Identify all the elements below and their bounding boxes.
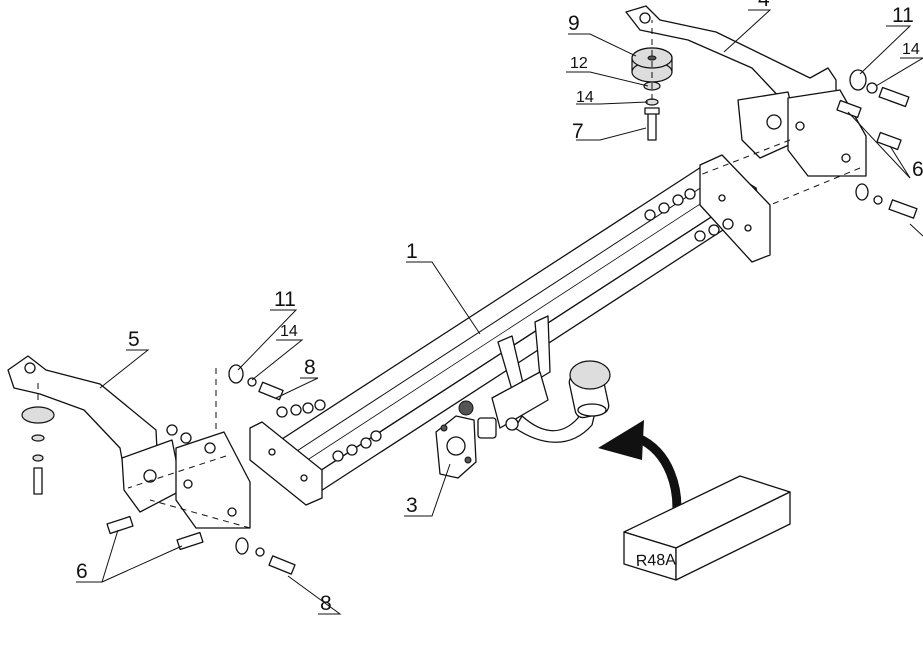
label-nut-left: 11: [274, 288, 296, 311]
label-washer: 12: [570, 55, 588, 72]
beam-fasteners: [276, 188, 734, 462]
right-fasteners: [836, 69, 918, 219]
label-bolt-right-group: 6: [912, 158, 923, 181]
left-bracket: [7, 355, 251, 529]
kit-box: [623, 475, 791, 581]
kit-code-label: R48A: [636, 552, 677, 570]
label-washer-small-right: 14: [902, 41, 920, 58]
left-end-plate: [249, 421, 323, 506]
label-bolt-left-group: 6: [76, 560, 88, 583]
label-bolt-top: 7: [572, 120, 584, 143]
label-bolt-left-bottom: 8: [320, 592, 332, 615]
right-end-plate: [699, 154, 771, 263]
tow-ball-mount: [491, 315, 611, 443]
alignment-lines: [37, 20, 861, 529]
socket-plate: [435, 400, 519, 479]
label-washer-small: 14: [576, 89, 594, 106]
label-bracket-right: 4: [758, 0, 770, 11]
label-nut-right: 11: [892, 4, 914, 27]
left-fasteners: [21, 364, 296, 575]
leader-lines: [76, 9, 923, 615]
cross-beam: [261, 159, 761, 499]
label-pad: 9: [568, 12, 580, 35]
label-washer-small-left: 14: [280, 323, 298, 340]
label-socket-plate: 3: [406, 494, 418, 517]
label-bracket-left: 5: [128, 328, 140, 351]
kit-arrow: [598, 420, 682, 521]
label-bolt-left-top: 8: [304, 356, 316, 379]
label-beam: 1: [406, 240, 418, 263]
